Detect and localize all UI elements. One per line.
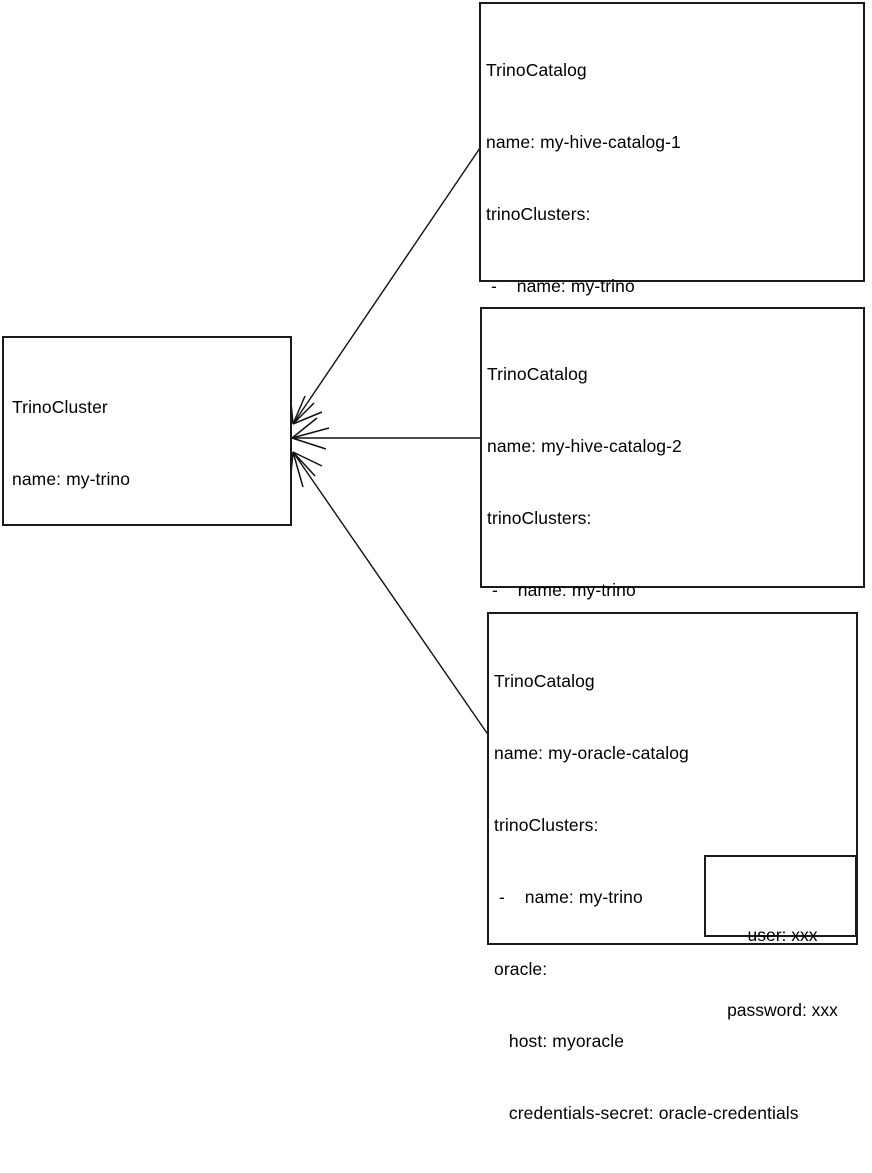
connector-catalog-2-to-cluster xyxy=(291,417,480,450)
catalog-line: TrinoCatalog xyxy=(494,671,595,691)
trino-catalog-box-my-oracle-catalog[interactable]: TrinoCatalog name: my-oracle-catalog tri… xyxy=(487,612,858,1123)
catalog-line: name: my-oracle-catalog xyxy=(494,743,689,763)
cluster-line: name: my-trino xyxy=(12,469,131,489)
catalog-line: - name: my-trino xyxy=(494,887,643,907)
catalog-line: name: my-hive-catalog-1 xyxy=(486,132,681,152)
credentials-secret-text: user: xxx password: xxx xyxy=(706,873,859,1073)
connector-catalog-1-to-cluster xyxy=(289,147,481,425)
trino-cluster-box[interactable]: TrinoCluster name: my-trino xyxy=(2,336,292,526)
catalog-line: credentials-secret: oracle-credentials xyxy=(494,1103,799,1123)
catalog-line: trinoClusters: xyxy=(494,815,599,835)
credentials-secret-box[interactable]: user: xxx password: xxx xyxy=(704,855,857,1020)
trino-cluster-text: TrinoCluster name: my-trino xyxy=(12,347,130,539)
diagram-canvas: TrinoCluster name: my-trino TrinoCatalog… xyxy=(2,2,865,1123)
connector-catalog-3-to-cluster xyxy=(289,451,490,737)
cluster-line: TrinoCluster xyxy=(12,397,108,417)
catalog-line: trinoClusters: xyxy=(487,508,592,528)
trino-catalog-box-my-hive-catalog-2[interactable]: TrinoCatalog name: my-hive-catalog-2 tri… xyxy=(480,307,865,888)
catalog-line: TrinoCatalog xyxy=(487,364,588,384)
secret-line: user: xxx xyxy=(747,925,818,945)
catalog-line: - name: my-trino xyxy=(486,276,635,296)
catalog-line: name: my-hive-catalog-2 xyxy=(487,436,682,456)
catalog-line: trinoClusters: xyxy=(486,204,591,224)
trino-catalog-box-my-hive-catalog-1[interactable]: TrinoCatalog name: my-hive-catalog-1 tri… xyxy=(479,2,865,656)
catalog-line: - name: my-trino xyxy=(487,580,636,600)
secret-line: password: xxx xyxy=(727,1000,838,1020)
catalog-line: TrinoCatalog xyxy=(486,60,587,80)
